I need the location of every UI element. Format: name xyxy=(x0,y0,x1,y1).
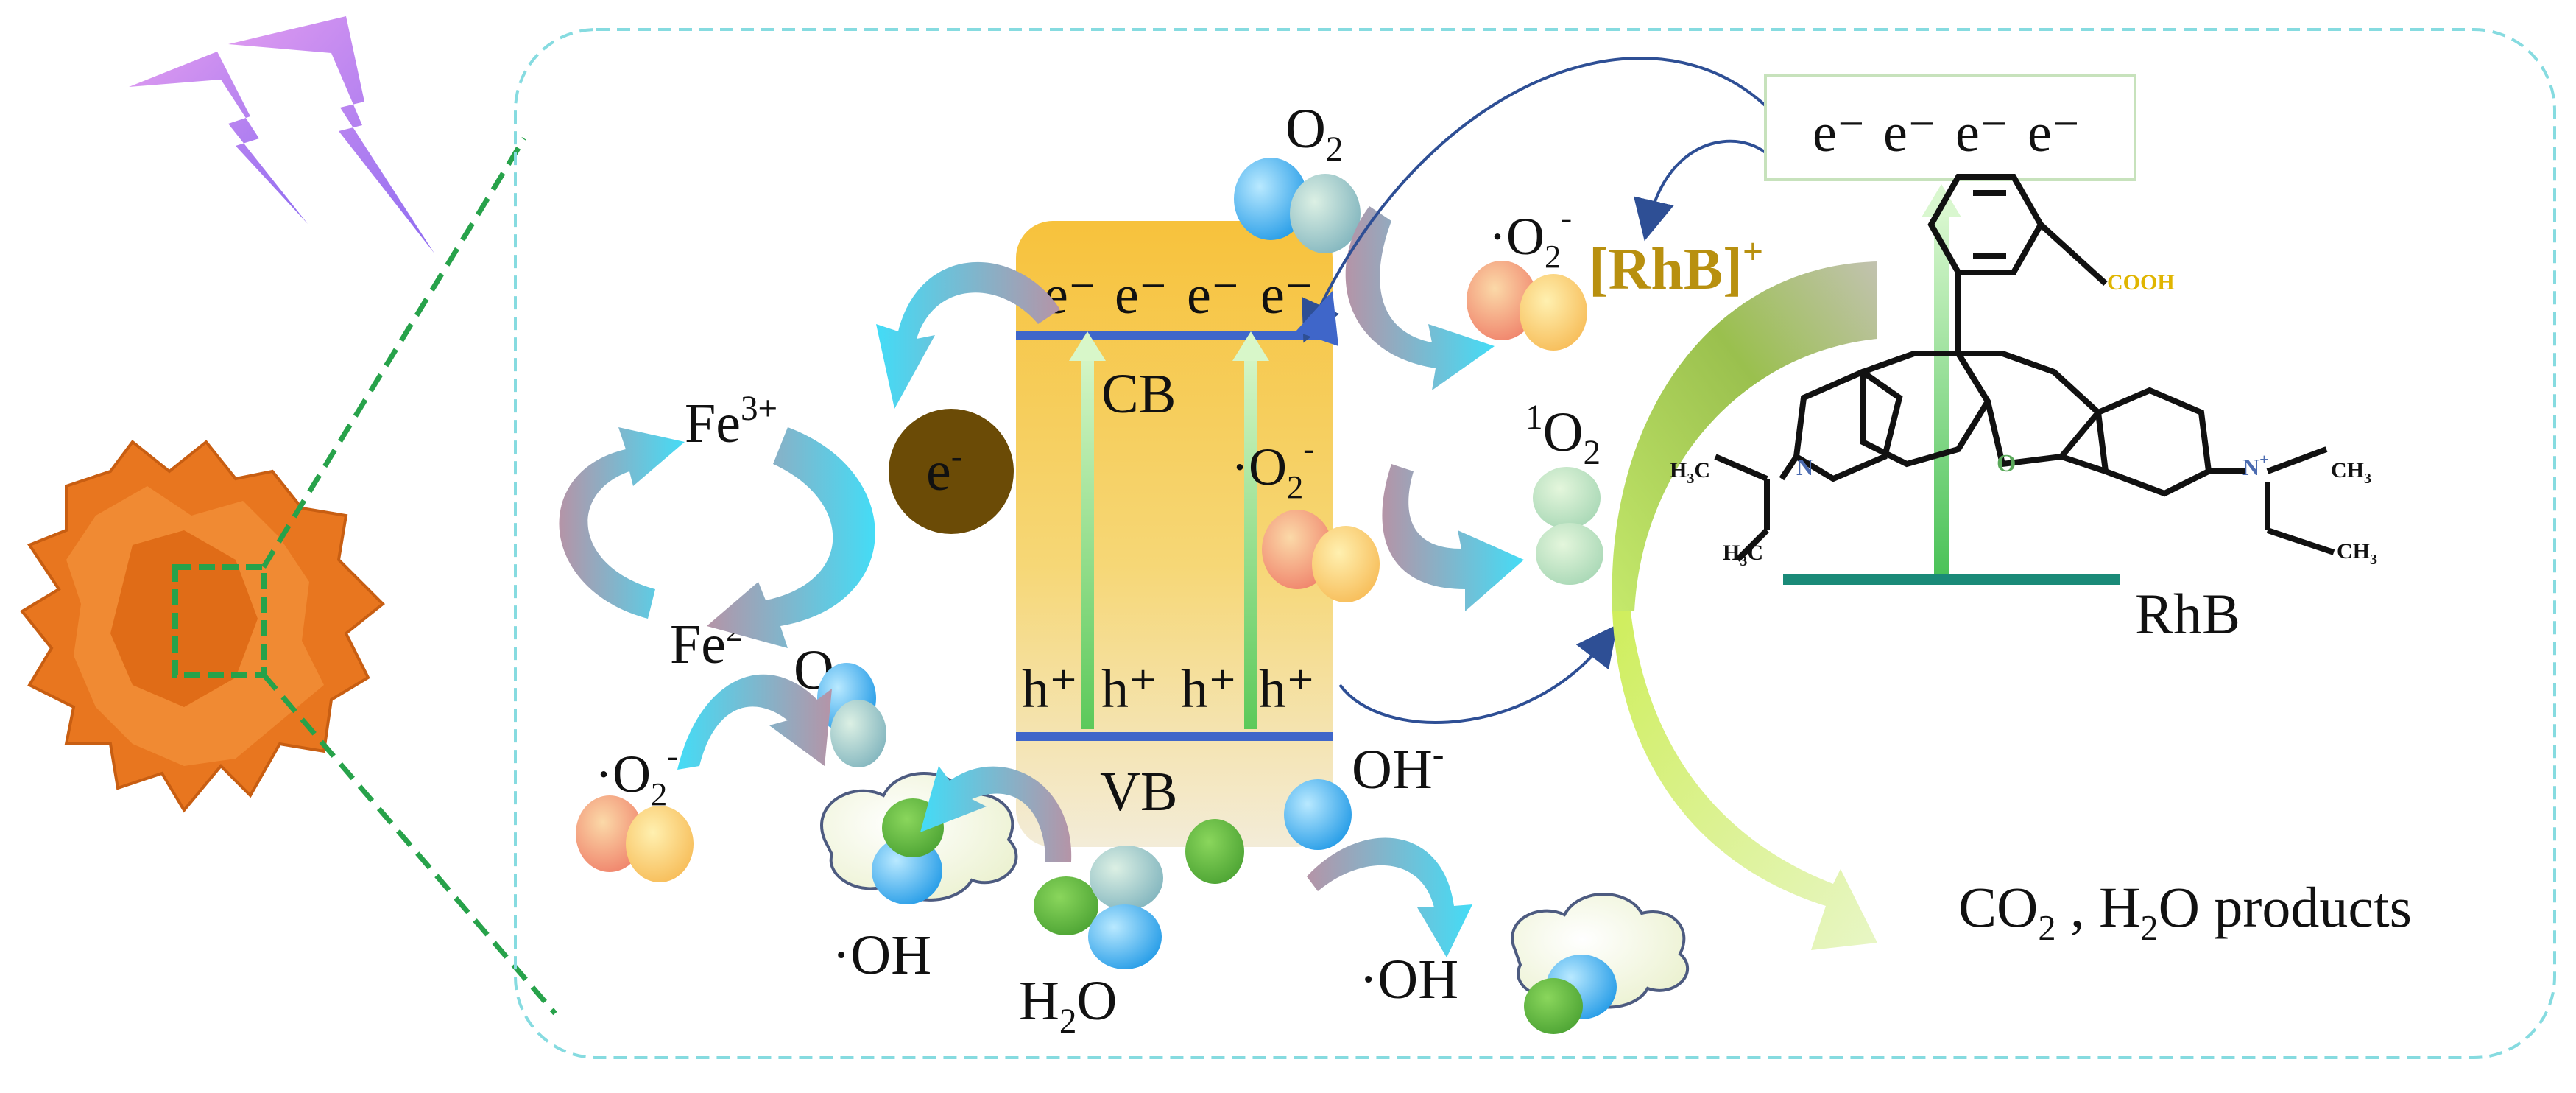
dye-electron-3: e⁻ xyxy=(1955,103,2008,164)
superoxide-to-singlet-arrow xyxy=(1382,464,1524,611)
hydroxide-label: OH- xyxy=(1352,736,1444,801)
rhb-cation-label: [RhB]+ xyxy=(1589,231,1763,302)
zoom-frame xyxy=(514,28,2556,1059)
electron-ball xyxy=(889,409,1014,534)
vb-hole-3: h⁺ xyxy=(1181,659,1237,720)
amine-n-label: N xyxy=(1796,454,1813,480)
vb-hole-1: h⁺ xyxy=(1022,659,1078,720)
dye-electron-arrow xyxy=(1634,139,1782,242)
vb-hole-4: h⁺ xyxy=(1259,659,1315,720)
iminium-n-label: N+ xyxy=(2242,450,2269,480)
superoxide-label-left: ·O2- xyxy=(595,737,678,812)
electron-ball-label: e- xyxy=(926,437,962,502)
superoxide-label-center: ·O2- xyxy=(1231,430,1314,505)
superoxide-molecule-center xyxy=(1262,510,1380,602)
superoxide-molecule-left xyxy=(576,795,694,882)
hydroxyl-radical-left: ·OH xyxy=(832,924,931,986)
superoxide-label-top: ·O2- xyxy=(1489,200,1572,275)
vb-hole-2: h⁺ xyxy=(1101,659,1157,720)
water-to-hydroxyl-arrow xyxy=(920,766,1072,862)
cb-electron-2: e⁻ xyxy=(1115,265,1168,326)
fe-cycle-arrows xyxy=(559,427,875,648)
cb-label: CB xyxy=(1101,363,1176,425)
dye-electron-1: e⁻ xyxy=(1813,103,1866,164)
ch3-top-label: CH3 xyxy=(2331,458,2371,487)
catalyst-particle-icon xyxy=(20,440,385,813)
products-label: CO2 , H2O products xyxy=(1958,875,2412,948)
o2-molecule-top xyxy=(1234,158,1361,253)
fe3-label: Fe3+ xyxy=(685,390,777,454)
o2-to-superoxide-arrow xyxy=(677,674,832,770)
dye-electron-2: e⁻ xyxy=(1883,103,1936,164)
o2-to-superoxide-arrow-top xyxy=(1345,206,1495,390)
h3c-top-label: H3C xyxy=(1670,458,1710,487)
h3c-bottom-label: H3C xyxy=(1723,541,1763,569)
cb-to-electron-arrow xyxy=(876,261,1060,409)
dye-electron-box xyxy=(1764,74,2136,181)
cb-electron-3: e⁻ xyxy=(1187,265,1240,326)
singlet-oxygen-molecule xyxy=(1533,467,1603,585)
ch3-bottom-label: CH3 xyxy=(2337,539,2377,568)
light-icon xyxy=(129,16,434,253)
water-label: H2O xyxy=(1019,970,1117,1041)
hydroxyl-radical-right: ·OH xyxy=(1359,949,1458,1011)
vb-label: VB xyxy=(1100,761,1178,823)
o2-label-top: O2 xyxy=(1285,98,1343,169)
hole-oxidation-arrow xyxy=(1338,624,1618,724)
rhb-excitation-arrow xyxy=(1934,210,1949,578)
zoom-line-top xyxy=(261,137,526,569)
electron-transfer-arrow xyxy=(1302,57,1813,343)
cb-electron-1: e⁻ xyxy=(1044,265,1097,326)
excitation-arrows xyxy=(1069,331,1269,729)
hydroxide-to-radical-arrow xyxy=(1307,837,1472,957)
superoxide-molecule-top xyxy=(1467,261,1587,351)
electron-transfer-arrowhead xyxy=(1296,291,1338,346)
rhodamine-b-structure xyxy=(1714,174,2335,562)
zoom-line-bottom xyxy=(261,672,557,1016)
degradation-arrow xyxy=(1612,261,1877,950)
o2-molecule-left xyxy=(817,663,886,767)
rhb-label: RhB xyxy=(2135,582,2240,646)
green-ball xyxy=(1185,819,1244,884)
hydroxide-molecule xyxy=(1284,779,1352,850)
hydroxyl-cloud-right xyxy=(1511,893,1690,1034)
singlet-oxygen-label: 1O2 xyxy=(1525,398,1601,472)
water-molecule xyxy=(1034,846,1163,969)
ring-oxygen-label: O xyxy=(1997,450,2016,477)
cb-electron-4: e⁻ xyxy=(1260,265,1313,326)
cooh-label: COOH xyxy=(2107,270,2175,295)
dye-electron-4: e⁻ xyxy=(2028,103,2081,164)
